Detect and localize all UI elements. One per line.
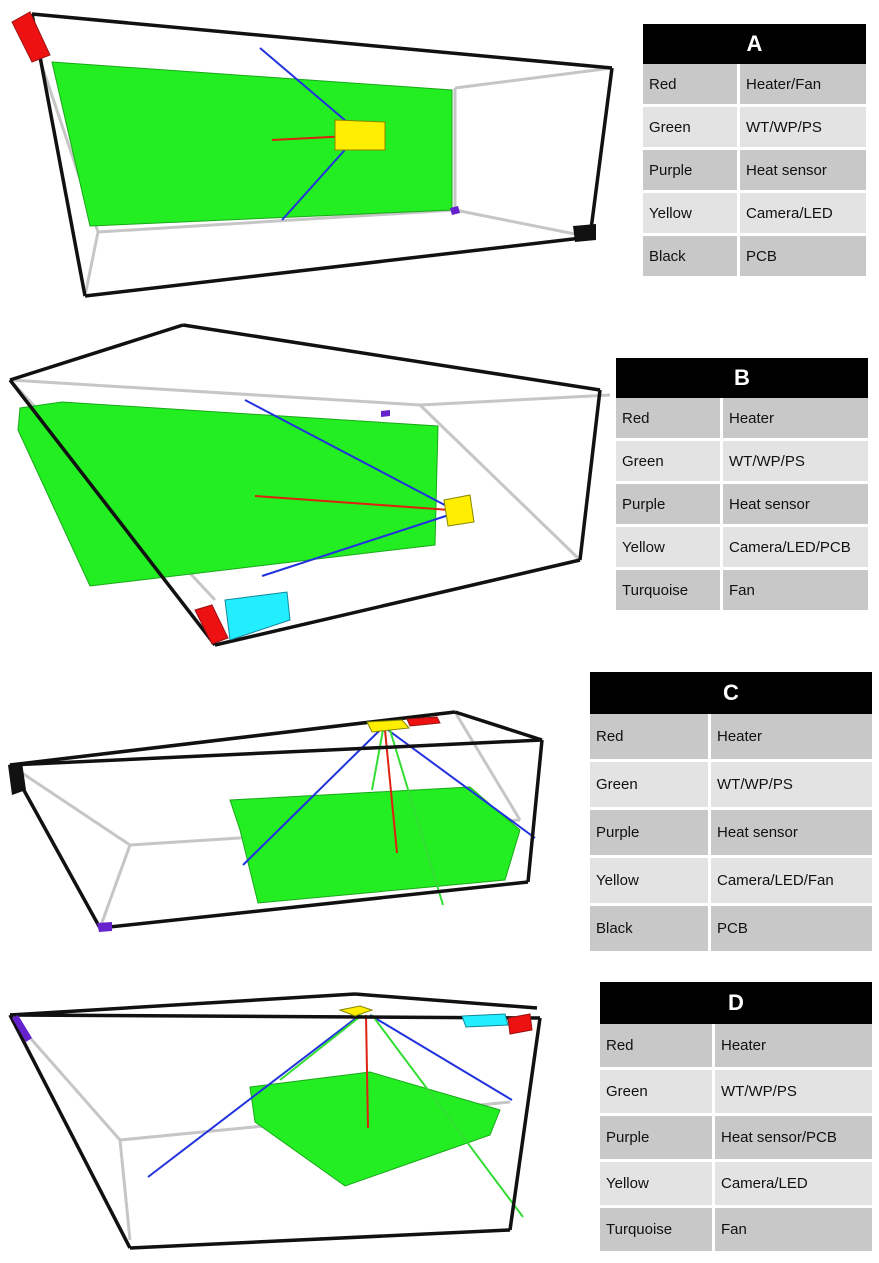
legend-component: Fan [723, 570, 868, 613]
legend-component: Camera/LED/PCB [723, 527, 868, 570]
legend-color: Yellow [600, 1162, 715, 1208]
legend-component: WT/WP/PS [740, 107, 866, 150]
fan-block [461, 1013, 509, 1028]
heater-block [194, 604, 229, 645]
camera-led-fan-block [366, 719, 411, 733]
legend-title: D [600, 982, 872, 1024]
legend-color: Purple [600, 1116, 715, 1162]
legend-component: PCB [740, 236, 866, 279]
camera-led-block [334, 119, 386, 151]
heat-sensor-block [450, 206, 460, 215]
pcb-block [573, 224, 596, 242]
camera-led-pcb-block [443, 494, 475, 527]
legend-component: Fan [715, 1208, 872, 1254]
legend-component: Heat sensor [723, 484, 868, 527]
heat-sensor-block [97, 922, 112, 932]
diagram-a [11, 11, 614, 298]
legend-color: Black [643, 236, 740, 279]
legend-color: Red [643, 64, 740, 107]
fan-block [224, 591, 291, 641]
diagram-d [8, 992, 542, 1250]
legend-component: Heat sensor/PCB [715, 1116, 872, 1162]
water-tank-box [17, 401, 439, 587]
legend-component: Heater [711, 714, 872, 762]
camera-led-block [338, 1005, 374, 1017]
legend-color: Purple [590, 810, 711, 858]
legend-color: Yellow [643, 193, 740, 236]
diagram-b [8, 323, 611, 647]
legend-color: Red [616, 398, 723, 441]
legend-component: WT/WP/PS [711, 762, 872, 810]
legend-color: Black [590, 906, 711, 954]
legend-title: A [643, 24, 866, 64]
heat-sensor-pcb-block [12, 1015, 32, 1042]
legend-color: Green [590, 762, 711, 810]
legend-color: Turquoise [600, 1208, 715, 1254]
legend-component: Camera/LED [715, 1162, 872, 1208]
legend-component: WT/WP/PS [723, 441, 868, 484]
water-tank-box [229, 786, 521, 904]
legend-component: WT/WP/PS [715, 1070, 872, 1116]
legend-color: Turquoise [616, 570, 723, 613]
legend-component: Heat sensor [740, 150, 866, 193]
legend-component: Heater [723, 398, 868, 441]
legend-title: B [616, 358, 868, 398]
heat-sensor-block [381, 410, 390, 417]
legend-component: Heater [715, 1024, 872, 1070]
legend-color: Purple [616, 484, 723, 527]
legend-color: Green [616, 441, 723, 484]
legend-color: Green [600, 1070, 715, 1116]
legend-title: C [590, 672, 872, 714]
diagram-c [8, 710, 544, 932]
water-tank-box [249, 1071, 501, 1187]
heater-block [507, 1013, 533, 1035]
legend-color: Purple [643, 150, 740, 193]
legend-color: Yellow [590, 858, 711, 906]
water-tank-box [51, 61, 453, 227]
legend-component: Camera/LED/Fan [711, 858, 872, 906]
legend-color: Red [590, 714, 711, 762]
legend-component: PCB [711, 906, 872, 954]
legend-component: Heater/Fan [740, 64, 866, 107]
heater-block [406, 716, 441, 727]
heater-fan-block [11, 11, 51, 63]
legend-color: Green [643, 107, 740, 150]
legend-color: Yellow [616, 527, 723, 570]
legend-color: Red [600, 1024, 715, 1070]
pcb-block [8, 762, 26, 795]
legend-component: Heat sensor [711, 810, 872, 858]
legend-component: Camera/LED [740, 193, 866, 236]
